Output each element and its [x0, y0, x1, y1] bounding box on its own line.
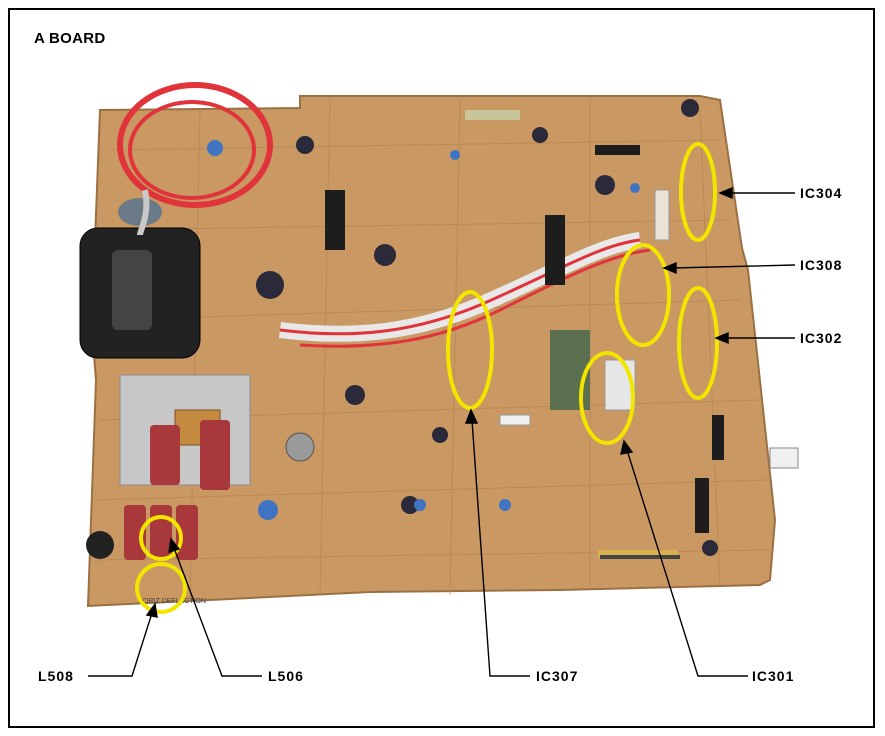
label-ic304: IC304 [800, 185, 843, 201]
label-l508: L508 [38, 668, 74, 684]
highlight-ic308 [615, 243, 671, 347]
label-ic302: IC302 [800, 330, 843, 346]
label-ic308: IC308 [800, 257, 843, 273]
leader-l508 [88, 612, 153, 677]
red-hv-wire [117, 82, 273, 208]
label-ic307: IC307 [536, 668, 579, 684]
leader-ic308 [671, 264, 796, 269]
leader-ic307 [471, 419, 530, 677]
highlight-l506 [139, 515, 183, 561]
leader-l506 [173, 547, 262, 677]
leader-ic301 [626, 449, 748, 677]
highlight-ic304 [679, 142, 717, 242]
highlight-l508 [135, 562, 187, 614]
highlight-ic301 [579, 351, 635, 445]
highlight-ic302 [677, 286, 719, 400]
board-title: A BOARD [34, 30, 106, 47]
circuit-board [86, 95, 777, 608]
highlight-ic307 [446, 290, 494, 410]
label-ic301: IC301 [752, 668, 795, 684]
board-silkscreen: HORIZ DEFLECTION [138, 598, 206, 605]
label-l506: L506 [268, 668, 304, 684]
